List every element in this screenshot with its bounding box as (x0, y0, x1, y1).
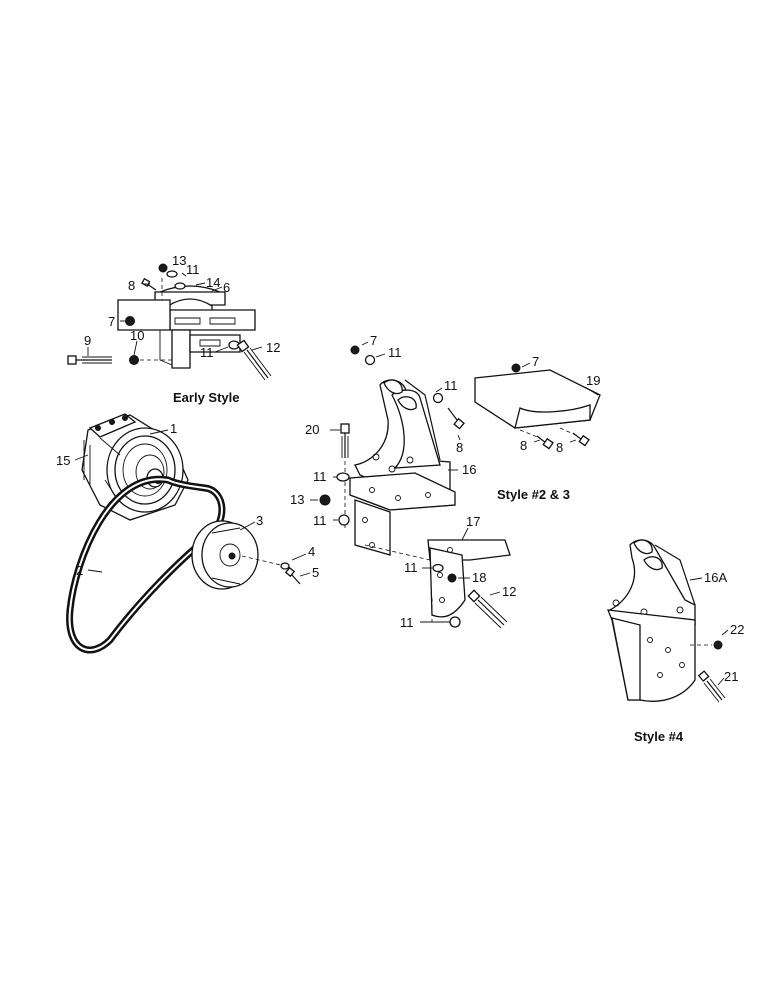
caption-style-4: Style #4 (634, 729, 684, 744)
style4-hardware (697, 640, 726, 703)
pulley (191, 520, 301, 590)
callout-7-cover: 7 (532, 354, 539, 369)
callout-20: 20 (305, 422, 319, 437)
callout-8-early: 8 (128, 278, 135, 293)
callout-11-style23-right: 11 (444, 378, 458, 393)
caption-style-2-3: Style #2 & 3 (497, 487, 570, 502)
callout-21: 21 (724, 669, 738, 684)
callout-11-style23-bottom: 11 (400, 615, 414, 630)
early-style-hardware (67, 263, 272, 381)
callout-2: 2 (76, 563, 83, 578)
style23-hardware (319, 345, 508, 629)
callout-6: 6 (223, 280, 230, 295)
callout-9: 9 (84, 333, 91, 348)
callout-11-style23-mid: 11 (313, 469, 327, 484)
leader-lines (74, 272, 729, 686)
callout-22: 22 (730, 622, 744, 637)
callout-15: 15 (56, 453, 70, 468)
callout-18: 18 (472, 570, 486, 585)
drive-belt (66, 475, 226, 654)
callout-13-early: 13 (172, 253, 186, 268)
callout-1: 1 (170, 421, 177, 436)
callout-7-style23: 7 (370, 333, 377, 348)
callout-17: 17 (466, 514, 480, 529)
callout-12-early: 12 (266, 340, 280, 355)
callout-5: 5 (312, 565, 319, 580)
style4-bracket-16a (606, 539, 712, 702)
callout-10: 10 (130, 328, 144, 343)
style23-bracket-17 (427, 539, 511, 622)
callout-12-style23: 12 (502, 584, 516, 599)
callout-8-cover-left: 8 (520, 438, 527, 453)
callout-3: 3 (256, 513, 263, 528)
callout-11-early-bottom: 11 (200, 345, 214, 360)
captions: Early Style Style #2 & 3 Style #4 (173, 390, 684, 744)
callout-11-style23-low: 11 (313, 513, 327, 528)
callout-11-style23-17: 11 (404, 560, 418, 575)
callout-4: 4 (308, 544, 315, 559)
callout-11-early-top: 11 (186, 262, 200, 277)
caption-early-style: Early Style (173, 390, 240, 405)
callout-numbers: 13 11 8 14 6 7 9 10 11 12 1 15 3 2 4 5 7… (56, 253, 744, 684)
callout-7-early: 7 (108, 314, 115, 329)
early-style-bracket (117, 278, 256, 369)
callout-14: 14 (206, 275, 220, 290)
callout-19: 19 (586, 373, 600, 388)
style23-bracket-16 (344, 379, 456, 561)
callout-13-style23: 13 (290, 492, 304, 507)
callout-8-style23: 8 (456, 440, 463, 455)
callout-11-style23-top: 11 (388, 345, 402, 360)
cover-19 (474, 363, 601, 450)
callout-16: 16 (462, 462, 476, 477)
callout-16a: 16A (704, 570, 727, 585)
callout-8-cover-right: 8 (556, 440, 563, 455)
